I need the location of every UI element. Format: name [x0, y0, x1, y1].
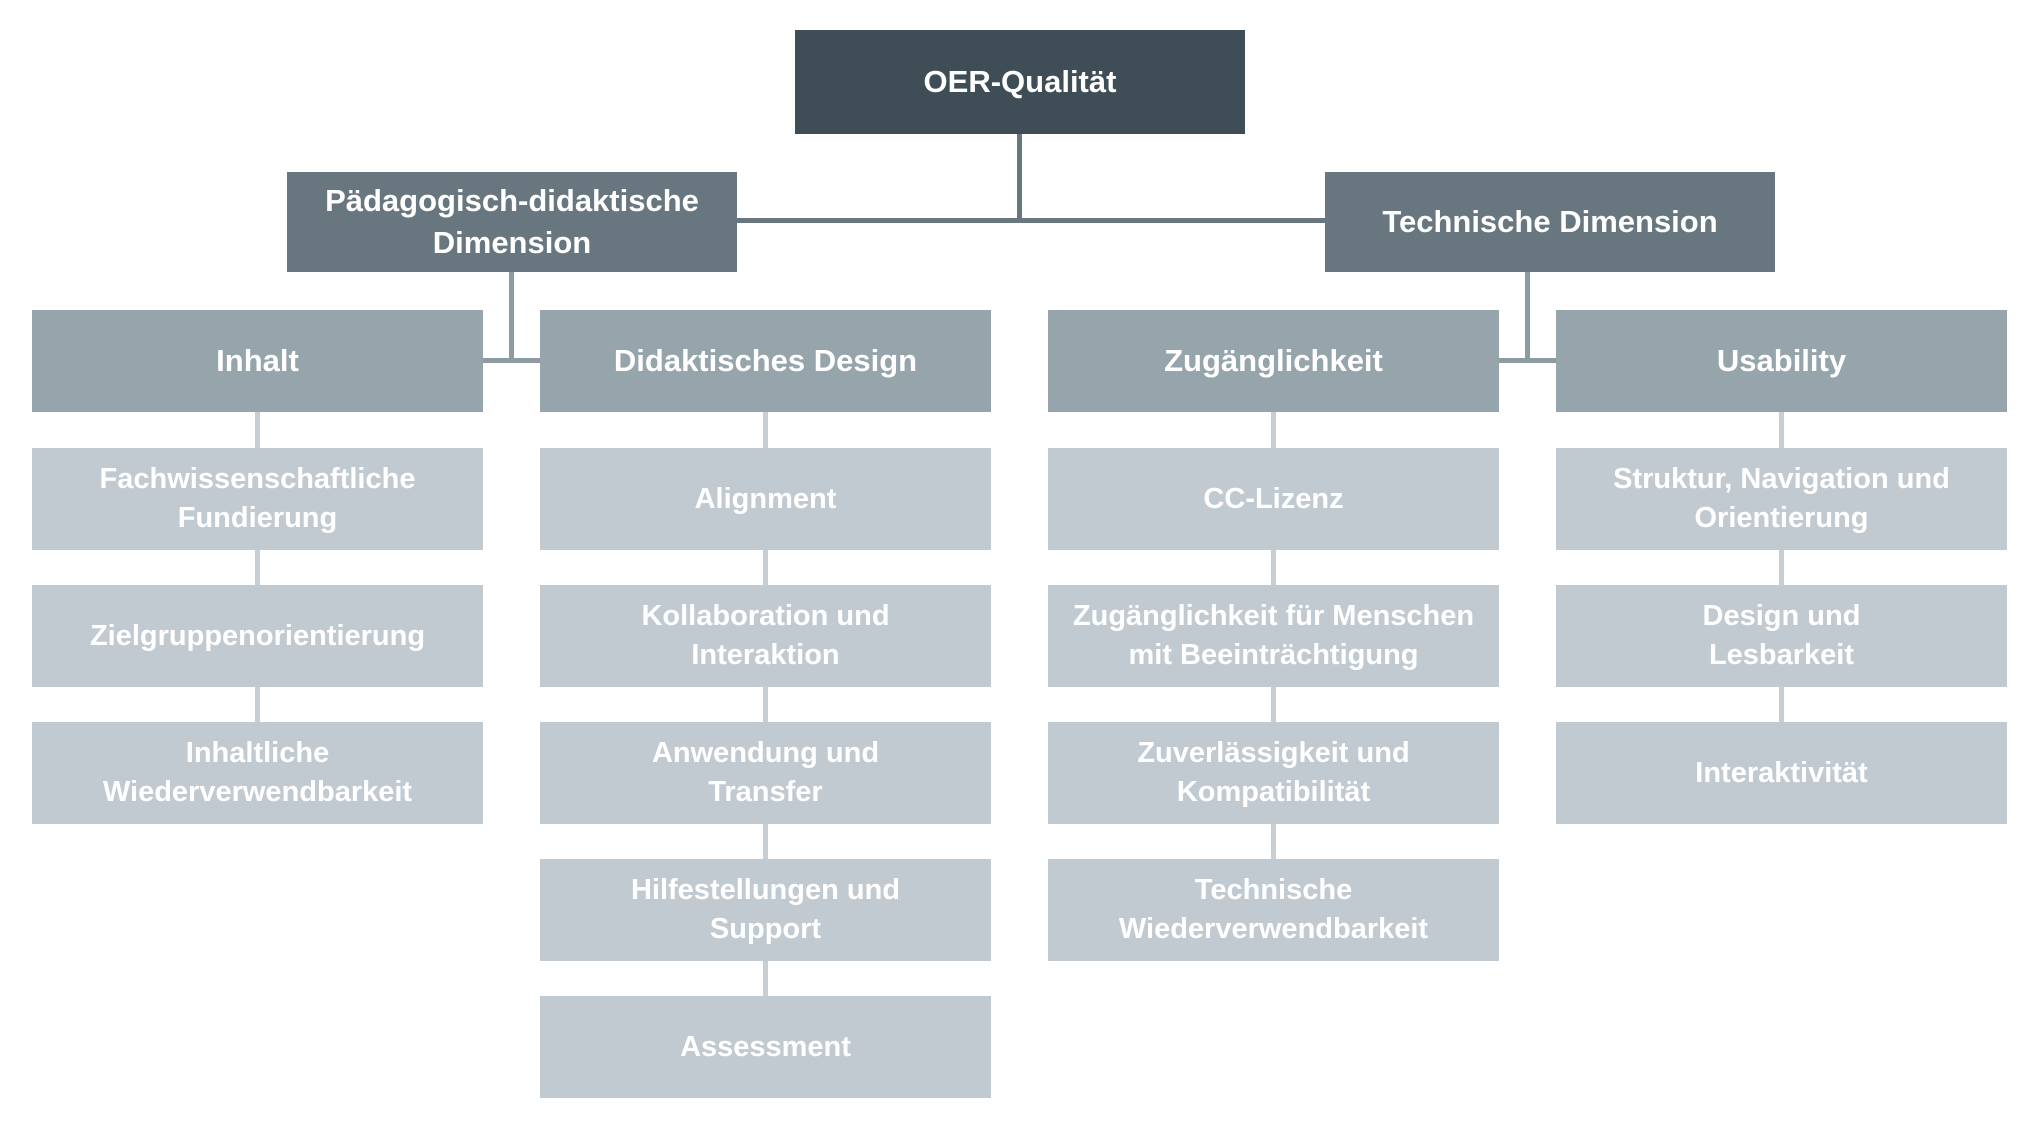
- node-inhaltliche-wiederverwendbarkeit: Inhaltliche Wiederverwendbarkeit: [32, 722, 483, 824]
- connector-column-inhalt-spine: [255, 412, 260, 722]
- node-zielgruppenorientierung: Zielgruppenorientierung: [32, 585, 483, 687]
- node-interaktivitaet: Interaktivität: [1556, 722, 2007, 824]
- connector-zugaenglichkeit-usability-horizontal: [1499, 358, 1556, 363]
- node-assessment: Assessment: [540, 996, 991, 1098]
- connector-dimensions-horizontal: [737, 218, 1325, 223]
- node-paedagogisch-didaktische-dimension: Pädagogisch-didaktische Dimension: [287, 172, 737, 272]
- node-technische-wiederverwendbarkeit: Technische Wiederverwendbarkeit: [1048, 859, 1499, 961]
- node-kollaboration-und-interaktion: Kollaboration und Interaktion: [540, 585, 991, 687]
- node-hilfestellungen-und-support: Hilfestellungen und Support: [540, 859, 991, 961]
- connector-paedagogisch-vertical: [509, 272, 514, 363]
- node-anwendung-und-transfer: Anwendung und Transfer: [540, 722, 991, 824]
- connector-inhalt-didaktisch-horizontal: [483, 358, 540, 363]
- node-zuverlaessigkeit-und-kompatibilitaet: Zuverlässigkeit und Kompatibilität: [1048, 722, 1499, 824]
- connector-column-usability-spine: [1779, 412, 1784, 722]
- node-fachwissenschaftliche-fundierung: Fachwissenschaftliche Fundierung: [32, 448, 483, 550]
- connector-column-didaktisches-design-spine: [763, 412, 768, 996]
- node-header-usability: Usability: [1556, 310, 2007, 412]
- node-cc-lizenz: CC-Lizenz: [1048, 448, 1499, 550]
- node-alignment: Alignment: [540, 448, 991, 550]
- node-technische-dimension: Technische Dimension: [1325, 172, 1775, 272]
- node-oer-qualitaet: OER-Qualität: [795, 30, 1245, 134]
- node-struktur-navigation-orientierung: Struktur, Navigation und Orientierung: [1556, 448, 2007, 550]
- node-header-zugaenglichkeit: Zugänglichkeit: [1048, 310, 1499, 412]
- node-header-didaktisches-design: Didaktisches Design: [540, 310, 991, 412]
- node-header-inhalt: Inhalt: [32, 310, 483, 412]
- node-design-und-lesbarkeit: Design und Lesbarkeit: [1556, 585, 2007, 687]
- connector-root-vertical: [1017, 134, 1022, 222]
- connector-technische-vertical: [1525, 272, 1530, 363]
- node-zugaenglichkeit-fuer-menschen: Zugänglichkeit für Menschen mit Beeinträ…: [1048, 585, 1499, 687]
